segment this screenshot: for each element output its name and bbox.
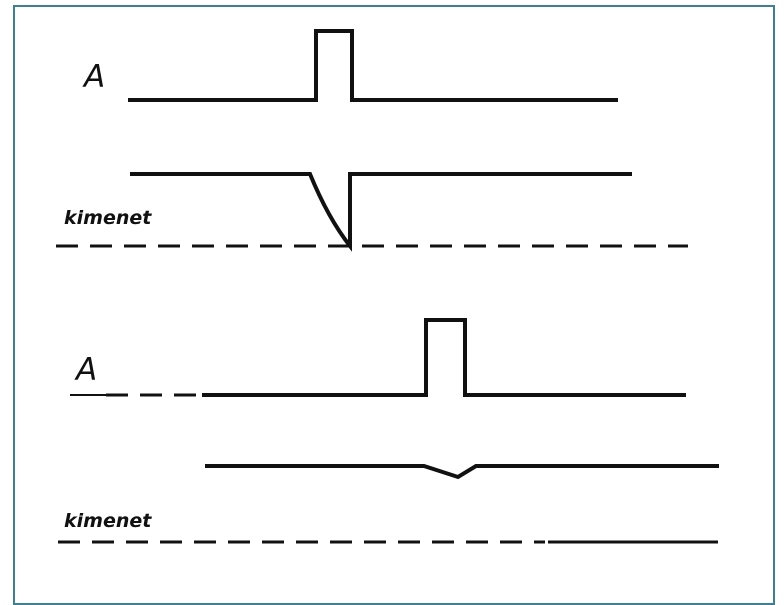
- input-a-waveform-top: [128, 29, 618, 102]
- diagram-frame: [13, 5, 775, 605]
- output-label-bottom: kimenet: [64, 510, 152, 532]
- output-waveform-bottom: [205, 464, 719, 480]
- output-label-top: kimenet: [64, 207, 152, 229]
- input-a-label-bottom: A: [74, 352, 97, 388]
- input-a-label-top: A: [82, 59, 105, 95]
- input-a-waveform-bottom: [202, 318, 686, 397]
- output-waveform-top: [130, 172, 632, 252]
